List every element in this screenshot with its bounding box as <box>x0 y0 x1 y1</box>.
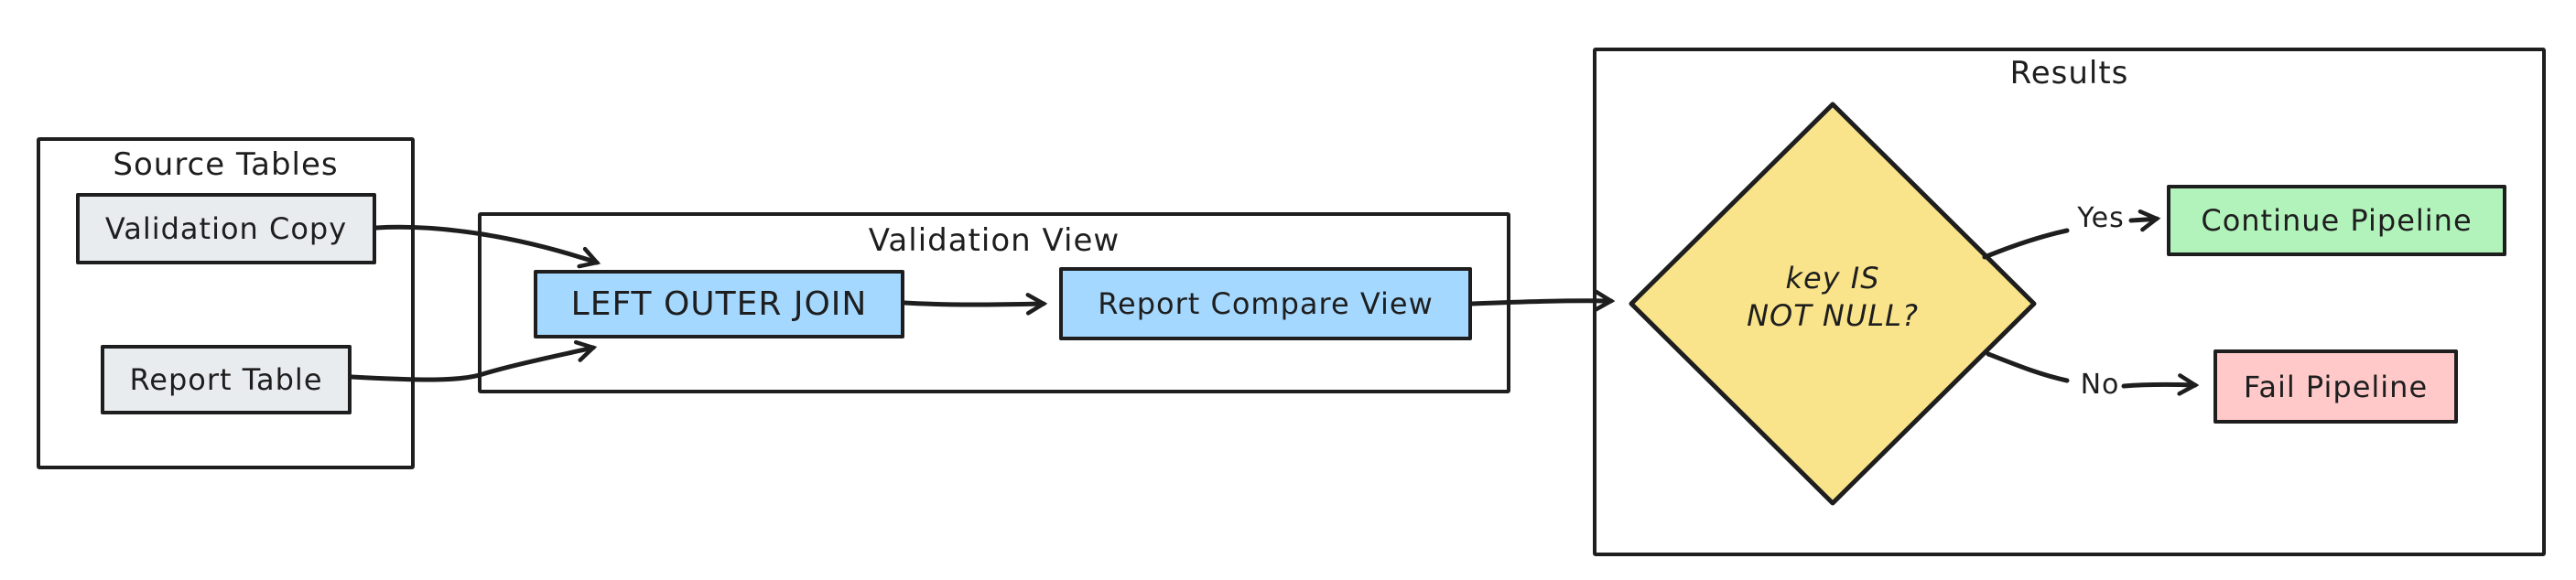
validation-copy-node: Validation Copy <box>76 193 376 264</box>
left-outer-join-node: LEFT OUTER JOIN <box>534 270 904 338</box>
yes-edge-label: Yes <box>2077 202 2125 234</box>
fail-pipeline-node: Fail Pipeline <box>2213 349 2458 424</box>
no-edge-label: No <box>2080 369 2120 401</box>
continue-pipeline-node: Continue Pipeline <box>2167 185 2506 256</box>
decision-label-line1: key IS <box>1785 261 1880 295</box>
results-title: Results <box>2009 55 2129 91</box>
report-table-node: Report Table <box>101 345 352 414</box>
decision-label-line2: NOT NULL? <box>1747 298 1919 333</box>
decision-label: key IS NOT NULL? <box>1695 260 1970 335</box>
source-tables-group <box>37 137 415 469</box>
validation-view-title: Validation View <box>868 222 1120 259</box>
source-tables-title: Source Tables <box>113 146 339 183</box>
report-compare-view-node: Report Compare View <box>1059 267 1472 340</box>
